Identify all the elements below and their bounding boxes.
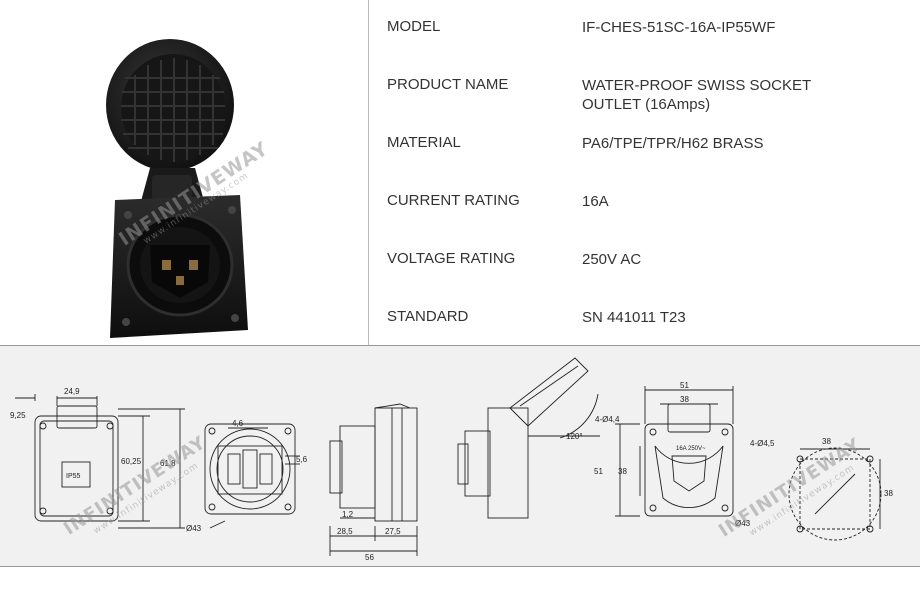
dim-label: 51 [594,467,603,476]
spec-label: PRODUCT NAME [387,76,509,93]
dim-label: 56 [365,553,374,562]
drawing-canvas: 24,9 9,25 60,25 61,8 IP55 4,6 5,6 Ø43 1,… [10,357,893,562]
spec-label: MATERIAL [387,134,461,151]
side-view [329,403,418,556]
lid-grid [121,58,225,162]
dim-label: 61,8 [160,459,176,468]
dim-label: Ø43 [735,519,751,528]
dim-label: 38 [884,489,893,498]
bottom-divider [0,566,920,567]
open-view [457,357,600,519]
dim-label: 9,25 [10,411,26,420]
spec-label: CURRENT RATING [387,192,520,209]
dim-label: 24,9 [64,387,80,396]
horizontal-divider [0,345,920,346]
dim-label: 1,2 [342,510,354,519]
technical-drawing: 24,9 9,25 60,25 61,8 IP55 4,6 5,6 Ø43 1,… [0,346,920,566]
panel-view [788,447,882,541]
spec-label: STANDARD [387,308,469,325]
vertical-divider [368,0,369,345]
dim-label: 4-Ø4,4 [595,415,620,424]
dim-label: 51 [680,381,689,390]
dim-label: 27,5 [385,527,401,536]
dim-label: 4-Ø4,5 [750,439,775,448]
ip-mark: IP55 [66,473,81,480]
angle-label: 120° [566,432,583,441]
dim-label: 28,5 [337,527,353,536]
spec-value: 250V AC [582,251,642,268]
spec-value: WATER-PROOF SWISS SOCKET OUTLET (16Amps) [582,77,811,113]
dim-label: 60,25 [121,457,142,466]
socket-face-label: 16A 250V~ [676,446,706,452]
cutout-view [615,386,734,517]
spec-label: VOLTAGE RATING [387,250,516,267]
dim-label: 38 [618,467,627,476]
dim-label: 38 [680,395,689,404]
dim-label: 38 [822,437,831,446]
spec-value: 16A [582,193,609,210]
product-photo [106,39,248,338]
spec-label: MODEL [387,18,441,35]
dim-label: Ø43 [186,524,202,533]
dim-label: 4,6 [232,419,244,428]
spec-value: IF-CHES-51SC-16A-IP55WF [582,19,776,36]
socket-view [204,423,300,529]
spec-section: INFINITIVEWAY www.infinitiveway.com MODE… [106,0,811,345]
dim-label: 5,6 [296,455,308,464]
spec-value: SN 441011 T23 [582,309,686,326]
spec-value: PA6/TPE/TPR/H62 BRASS [582,135,764,152]
front-view [15,394,185,529]
